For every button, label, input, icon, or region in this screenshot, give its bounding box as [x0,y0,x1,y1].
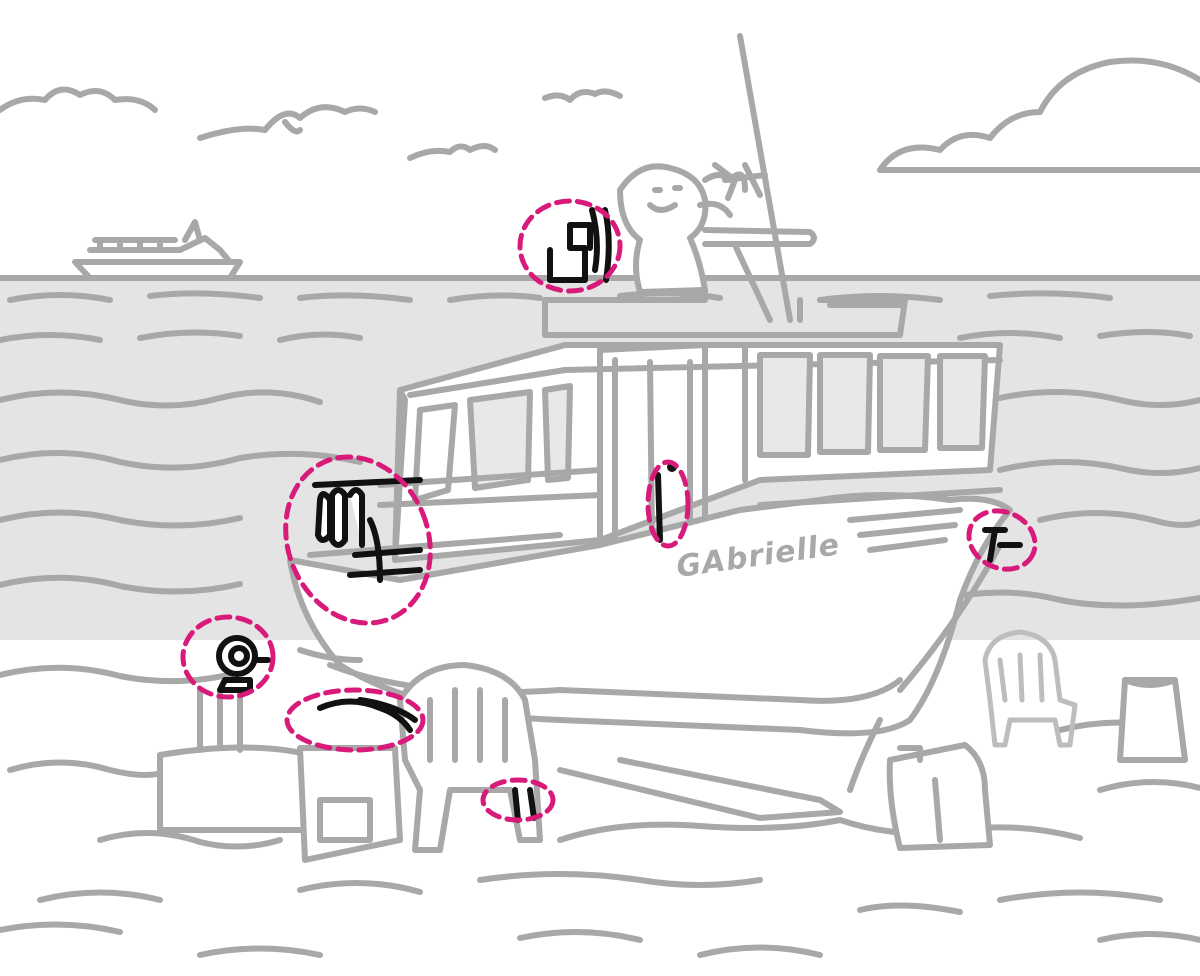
difference-marker [180,614,276,700]
roof-platform [542,287,908,338]
seagull [407,143,498,161]
difference-marker [480,777,556,823]
cruise-ship [72,219,243,281]
distant-chair [982,629,1078,748]
roof-vent-pipe [589,207,612,283]
plastic-chair [397,662,543,853]
boat-cabin [392,342,1003,563]
crates [157,687,403,863]
highlighted-details [216,207,1023,823]
difference-markers [180,198,1038,823]
difference-marker [645,459,691,549]
captain-figure [617,162,748,295]
seagull [542,88,623,103]
seagull [282,119,303,135]
clouds [0,57,1200,173]
difference-marker [283,454,433,626]
seagull [197,104,378,141]
bow-cleat [982,527,1023,563]
winch [216,635,271,693]
seagulls [197,88,623,161]
rope [317,697,418,733]
bucket [1117,677,1188,763]
roof-vent [547,222,593,283]
jerry-can [886,742,993,851]
foreground-ground [0,647,1200,958]
difference-marker [284,687,426,753]
difference-marker [966,508,1038,572]
difference-marker [517,198,623,294]
side-portholes [315,491,333,543]
chair-leg [512,787,537,823]
door-handle [655,472,663,543]
